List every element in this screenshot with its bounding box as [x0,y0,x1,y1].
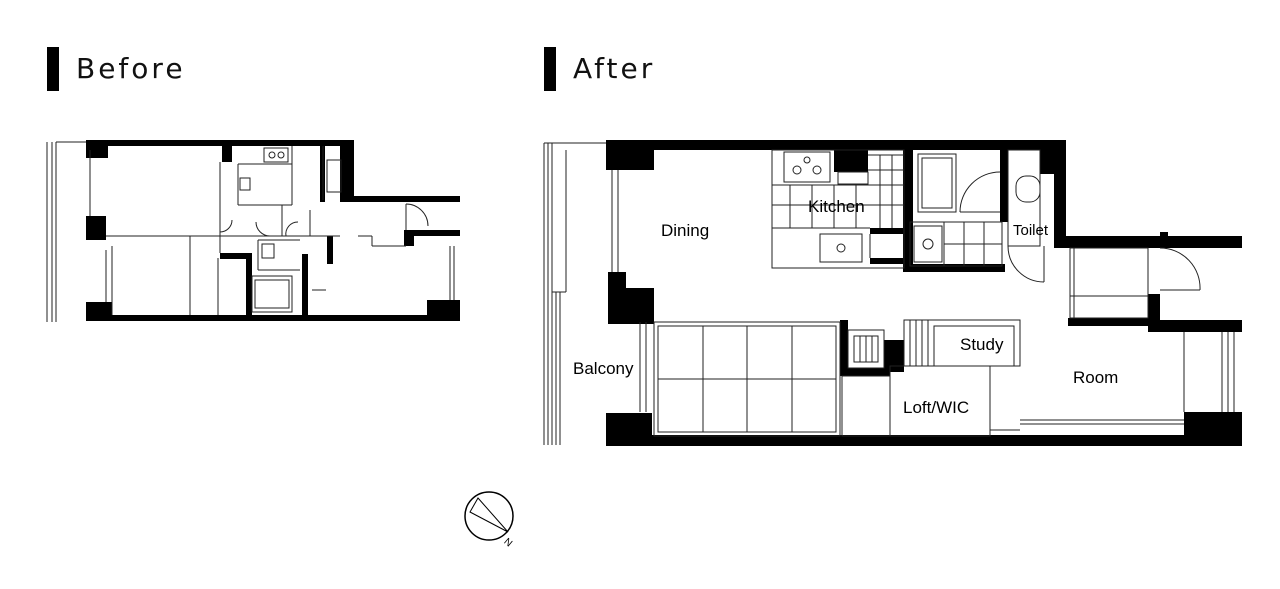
before-title-bar [47,47,59,91]
label-dining: Dining [661,221,709,240]
before-walls [86,140,460,321]
label-toilet: Toilet [1013,222,1049,239]
after-windows [611,170,1235,412]
bathroom [909,153,1003,267]
kitchen-counter [771,149,905,269]
tatami-area [639,321,841,437]
label-kitchen: Kitchen [808,197,865,216]
before-interior-lines [89,146,455,315]
after-balcony-rail [543,142,608,445]
label-study: Study [960,335,1004,354]
label-balcony: Balcony [573,359,634,378]
after-plan: Dining Kitchen Toilet Balcony Study Room… [543,140,1242,446]
loft-study-area [841,319,1184,437]
label-loft-wic: Loft/WIC [903,398,969,417]
north-compass-icon: N [464,491,514,549]
after-walls [606,140,1242,446]
after-title: After [573,52,656,85]
compass-north-label: N [501,536,514,549]
right-closet [1069,247,1201,319]
label-room: Room [1073,368,1118,387]
before-plan [46,140,460,322]
before-balcony-rail [46,141,86,322]
before-title: Before [76,52,186,85]
toilet-fixture [1007,149,1045,283]
after-title-bar [544,47,556,91]
